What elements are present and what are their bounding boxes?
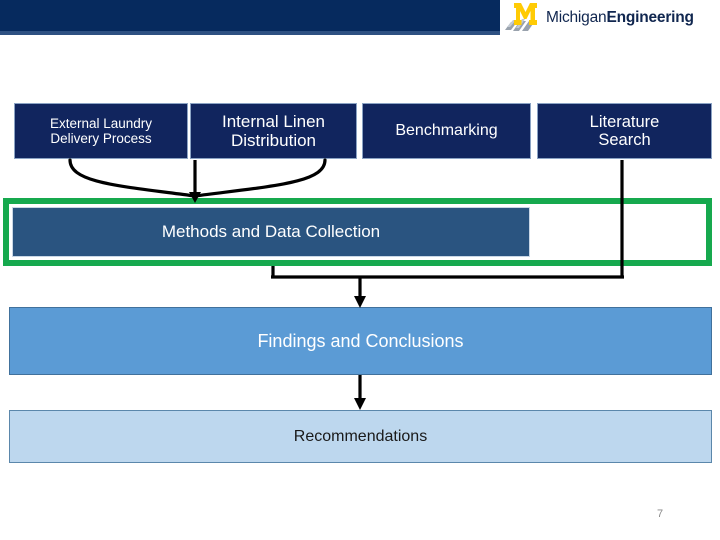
node-methods-label: Methods and Data Collection (161, 222, 381, 242)
node-methods-and-data-collection: Methods and Data Collection (12, 207, 530, 257)
michigan-engineering-logo: MichiganEngineering (500, 0, 720, 35)
node-benchmarking: Benchmarking (362, 103, 531, 159)
page-number: 7 (656, 508, 664, 520)
logo-text-michigan: Michigan (546, 8, 607, 26)
node-external-line1: External Laundry (49, 115, 153, 131)
brace-connector-left (68, 158, 197, 198)
node-findings-label: Findings and Conclusions (257, 330, 464, 351)
node-external-laundry-delivery-process: External Laundry Delivery Process (14, 103, 188, 159)
michigan-block-m-icon (504, 1, 544, 34)
node-recommendations-label: Recommendations (293, 427, 428, 445)
michigan-engineering-wordmark: MichiganEngineering (546, 9, 694, 27)
node-benchmarking-label: Benchmarking (395, 122, 498, 140)
recommendations-arrowhead (354, 398, 366, 410)
node-internal-linen-distribution: Internal Linen Distribution (190, 103, 357, 159)
node-external-line2: Delivery Process (50, 131, 152, 146)
node-literature-line1: Literature (589, 112, 660, 131)
node-internal-line2: Distribution (230, 131, 317, 150)
logo-text-engineering: Engineering (606, 8, 694, 26)
header-banner-underline (0, 31, 720, 35)
node-literature-line2: Search (598, 131, 651, 149)
node-literature-search: Literature Search (537, 103, 712, 159)
node-findings-and-conclusions: Findings and Conclusions (9, 307, 712, 375)
node-internal-line1: Internal Linen (221, 111, 326, 131)
brace-connector-right (193, 158, 327, 198)
node-recommendations: Recommendations (9, 410, 712, 463)
